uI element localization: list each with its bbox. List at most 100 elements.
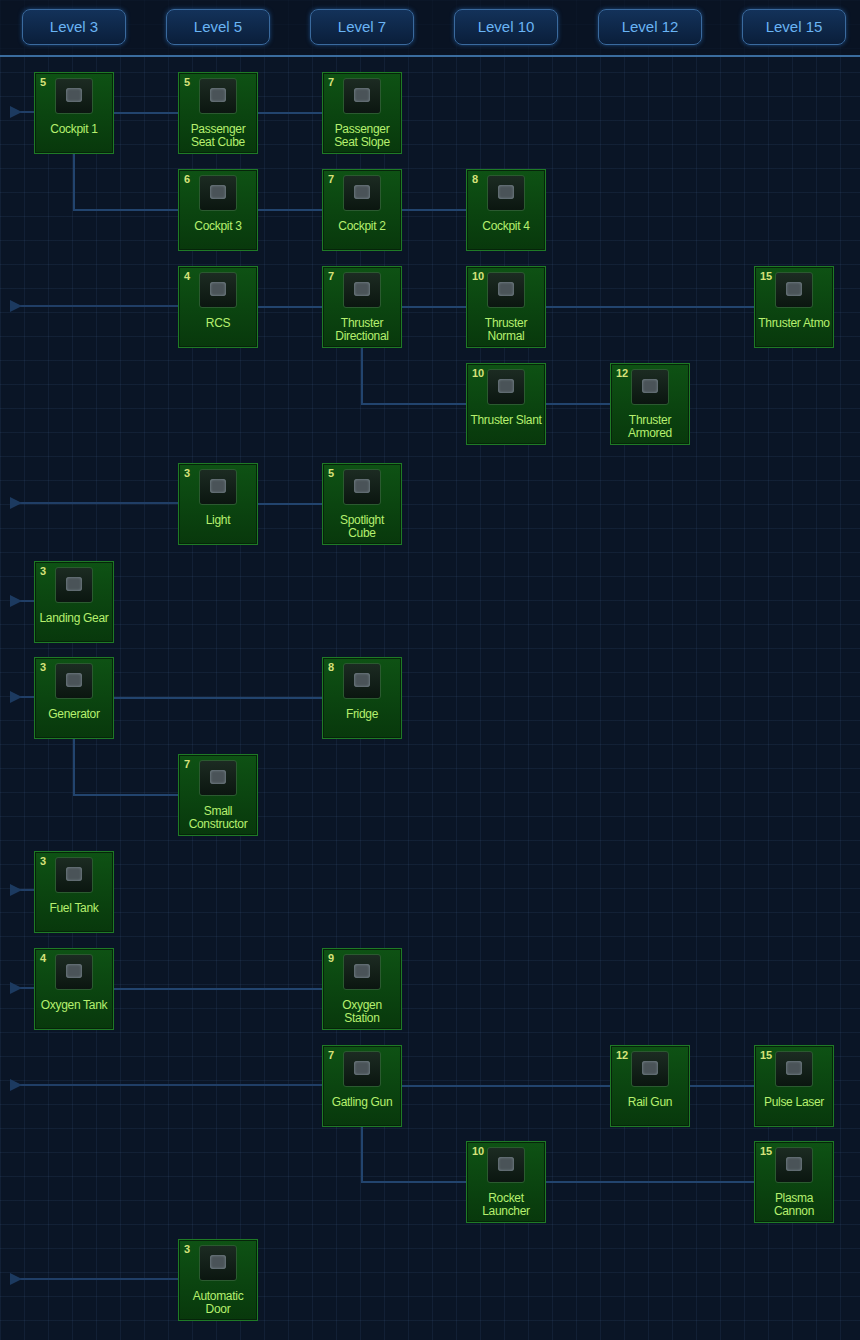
level-label: Level 10 xyxy=(455,10,557,44)
item-icon xyxy=(55,954,93,990)
tree-connector xyxy=(690,1085,754,1087)
item-icon xyxy=(199,760,237,796)
level-number: 6 xyxy=(184,173,190,185)
tech-item-box: 7Thruster Directional xyxy=(322,266,402,348)
item-name: Thruster Atmo xyxy=(757,317,831,330)
tree-connector xyxy=(402,306,466,308)
item-name: Plasma Cannon xyxy=(757,1192,831,1218)
tech-item-box: 9Oxygen Station xyxy=(322,948,402,1030)
level-number: 4 xyxy=(40,952,46,964)
tech-item-box: 10Rocket Launcher xyxy=(466,1141,546,1223)
item-icon xyxy=(487,1147,525,1183)
item-icon xyxy=(55,78,93,114)
tech-item-box: 4Oxygen Tank xyxy=(34,948,114,1030)
item-icon xyxy=(199,1245,237,1281)
level-label: Level 15 xyxy=(743,10,845,44)
item-name: Oxygen Tank xyxy=(37,999,111,1012)
tech-item-box: 8Fridge xyxy=(322,657,402,739)
tree-connector xyxy=(114,112,178,114)
tech-item-box: 15Pulse Laser xyxy=(754,1045,834,1127)
level-number: 12 xyxy=(616,367,628,379)
level-number: 7 xyxy=(328,76,334,88)
tree-connector xyxy=(258,209,322,211)
item-icon xyxy=(199,469,237,505)
tree-connector xyxy=(74,154,178,210)
level-label: Level 7 xyxy=(311,10,413,44)
tech-item-box: 3Light xyxy=(178,463,258,545)
level-number: 3 xyxy=(184,467,190,479)
tech-item-box: 12Thruster Armored xyxy=(610,363,690,445)
item-icon xyxy=(775,1051,813,1087)
item-icon xyxy=(487,369,525,405)
tree-connector xyxy=(258,112,322,114)
level-number: 9 xyxy=(328,952,334,964)
level-number: 7 xyxy=(328,1049,334,1061)
tech-item-box: 3Landing Gear xyxy=(34,561,114,643)
level-number: 3 xyxy=(40,565,46,577)
tree-connector xyxy=(402,1085,610,1087)
level-number: 8 xyxy=(328,661,334,673)
tech-item-box: 5Cockpit 1 xyxy=(34,72,114,154)
tech-item-box: 4RCS xyxy=(178,266,258,348)
tech-item-box: 10Thruster Normal xyxy=(466,266,546,348)
level-tab: Level 5 xyxy=(166,9,270,45)
item-name: RCS xyxy=(181,317,255,330)
item-icon xyxy=(631,1051,669,1087)
level-number: 15 xyxy=(760,1049,772,1061)
level-number: 15 xyxy=(760,270,772,282)
level-number: 12 xyxy=(616,1049,628,1061)
item-name: Automatic Door xyxy=(181,1290,255,1316)
tree-connector xyxy=(546,1181,754,1183)
level-number: 10 xyxy=(472,270,484,282)
tech-item-box: 3Automatic Door xyxy=(178,1239,258,1321)
item-name: Passenger Seat Slope xyxy=(325,123,399,149)
level-number: 3 xyxy=(40,661,46,673)
level-tab: Level 7 xyxy=(310,9,414,45)
tree-connector xyxy=(258,306,322,308)
item-icon xyxy=(775,272,813,308)
tech-item-box: 5Spotlight Cube xyxy=(322,463,402,545)
level-number: 7 xyxy=(184,758,190,770)
item-icon xyxy=(55,663,93,699)
tech-item-box: 8Cockpit 4 xyxy=(466,169,546,251)
tech-item-box: 7Cockpit 2 xyxy=(322,169,402,251)
tech-item-box: 10Thruster Slant xyxy=(466,363,546,445)
tree-connector xyxy=(74,739,178,795)
level-number: 8 xyxy=(472,173,478,185)
item-name: Light xyxy=(181,514,255,527)
level-label: Level 3 xyxy=(23,10,125,44)
item-icon xyxy=(55,857,93,893)
level-number: 10 xyxy=(472,367,484,379)
item-name: Generator xyxy=(37,708,111,721)
level-label: Level 12 xyxy=(599,10,701,44)
item-icon xyxy=(199,78,237,114)
item-name: Fridge xyxy=(325,708,399,721)
tech-item-box: 3Generator xyxy=(34,657,114,739)
tech-item-box: 7Gatling Gun xyxy=(322,1045,402,1127)
item-name: Small Constructor xyxy=(181,805,255,831)
item-name: Cockpit 2 xyxy=(325,220,399,233)
item-icon xyxy=(343,78,381,114)
item-icon xyxy=(343,272,381,308)
item-name: Spotlight Cube xyxy=(325,514,399,540)
level-number: 7 xyxy=(328,173,334,185)
tech-item-box: 3Fuel Tank xyxy=(34,851,114,933)
item-name: Gatling Gun xyxy=(325,1096,399,1109)
item-name: Thruster Slant xyxy=(469,414,543,427)
tree-connector xyxy=(362,1127,466,1182)
tech-item-box: 5Passenger Seat Cube xyxy=(178,72,258,154)
item-name: Cockpit 4 xyxy=(469,220,543,233)
tech-item-box: 15Thruster Atmo xyxy=(754,266,834,348)
level-number: 7 xyxy=(328,270,334,282)
tree-connector xyxy=(362,348,466,404)
item-icon xyxy=(487,272,525,308)
level-tab: Level 10 xyxy=(454,9,558,45)
level-number: 10 xyxy=(472,1145,484,1157)
tree-connector xyxy=(402,209,466,211)
entry-lines xyxy=(10,106,322,1285)
item-icon xyxy=(55,567,93,603)
tree-connector xyxy=(114,697,322,699)
tree-connector xyxy=(546,403,610,405)
